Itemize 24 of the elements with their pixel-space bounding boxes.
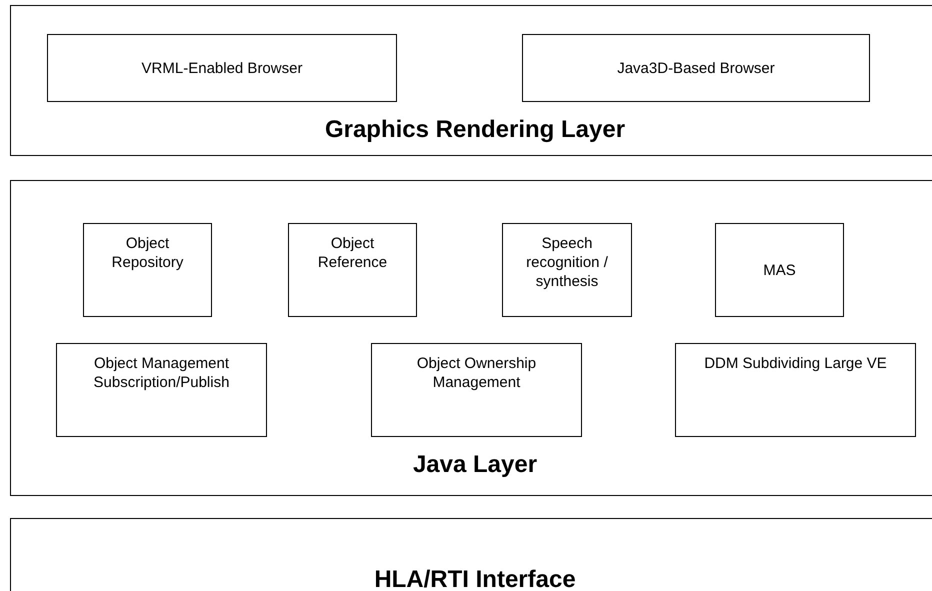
layer-panel [10, 518, 932, 591]
module-box [715, 223, 844, 317]
module-box [47, 34, 397, 102]
layer-title: HLA/RTI Interface [373, 566, 577, 591]
layer-panel [10, 180, 932, 496]
module-box [675, 343, 916, 437]
layer-title: Graphics Rendering Layer [324, 116, 626, 144]
layer-title: Java Layer [412, 451, 538, 479]
module-box [502, 223, 632, 317]
module-label: Object Management Subscription/Publish [92, 354, 230, 392]
module-label: Object Repository [110, 234, 184, 272]
module-box [56, 343, 267, 437]
module-box [522, 34, 870, 102]
module-box [371, 343, 582, 437]
module-label: Java3D-Based Browser [616, 58, 776, 78]
module-box [288, 223, 417, 317]
layer-panel [10, 5, 932, 156]
module-label: VRML-Enabled Browser [140, 58, 304, 78]
module-box [83, 223, 212, 317]
module-label: Object Ownership Management [416, 354, 538, 392]
module-label: DDM Subdividing Large VE [703, 354, 888, 373]
module-label: Object Reference [316, 234, 388, 272]
module-label: MAS [762, 260, 797, 280]
module-label: Speech recognition / synthesis [525, 234, 609, 291]
